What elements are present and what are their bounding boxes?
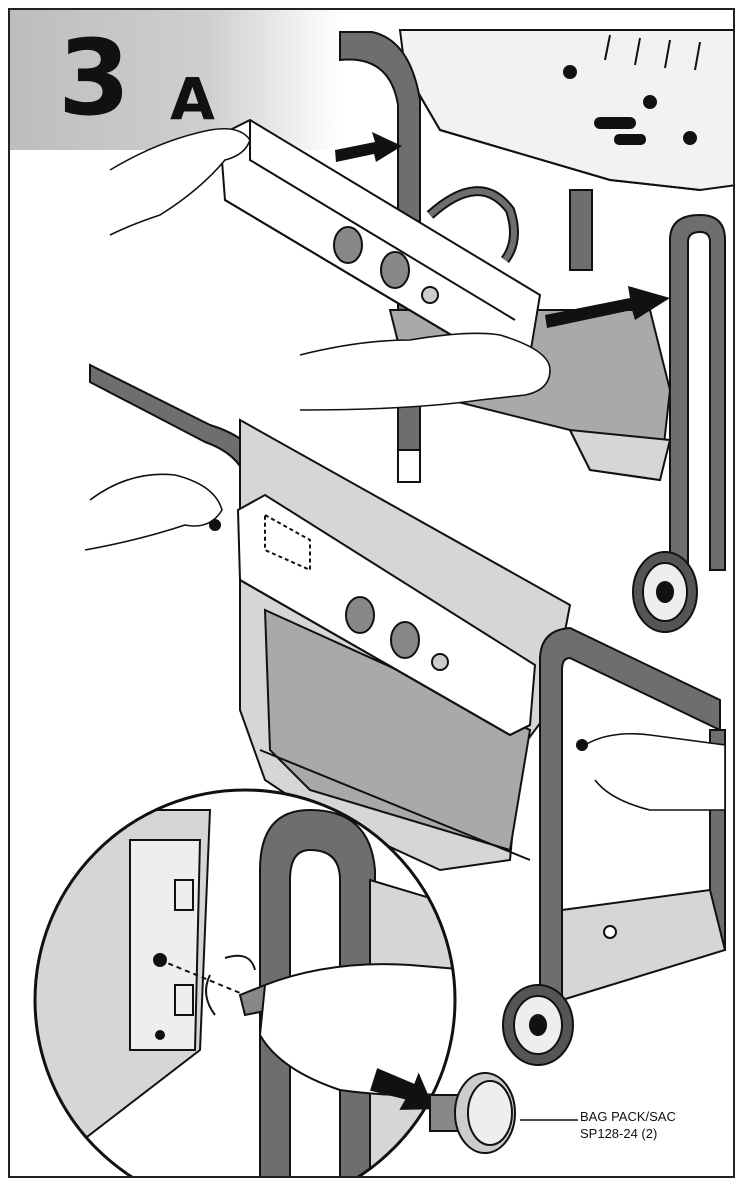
part-callout: BAG PACK/SAC SP128-24 (2) — [580, 1108, 676, 1142]
arrow-icon — [335, 132, 670, 328]
knob-screw-icon — [209, 519, 221, 531]
instruction-frame: 3 A BAG PACK/SAC SP128-24 (2) — [8, 8, 735, 1178]
bottom-shelf — [561, 888, 727, 1002]
wheel-top — [632, 551, 698, 633]
hand-icon — [109, 127, 551, 411]
wheel-bottom — [502, 984, 574, 1066]
callout-line-1: BAG PACK/SAC — [580, 1109, 676, 1124]
knob-screw-icon — [576, 739, 588, 751]
step-number: 3 — [58, 17, 130, 139]
assembly-illustration — [33, 29, 733, 1176]
frame-leg-right-top — [569, 189, 726, 571]
arrow-icon — [370, 1068, 435, 1110]
step-banner — [10, 10, 340, 150]
grill-head — [398, 29, 733, 192]
knob-part-icon — [429, 1072, 516, 1154]
control-panel-middle — [236, 493, 537, 737]
hand-icon — [84, 473, 726, 811]
step-letter: A — [170, 65, 215, 133]
callout-line-2: SP128-24 (2) — [580, 1126, 658, 1141]
